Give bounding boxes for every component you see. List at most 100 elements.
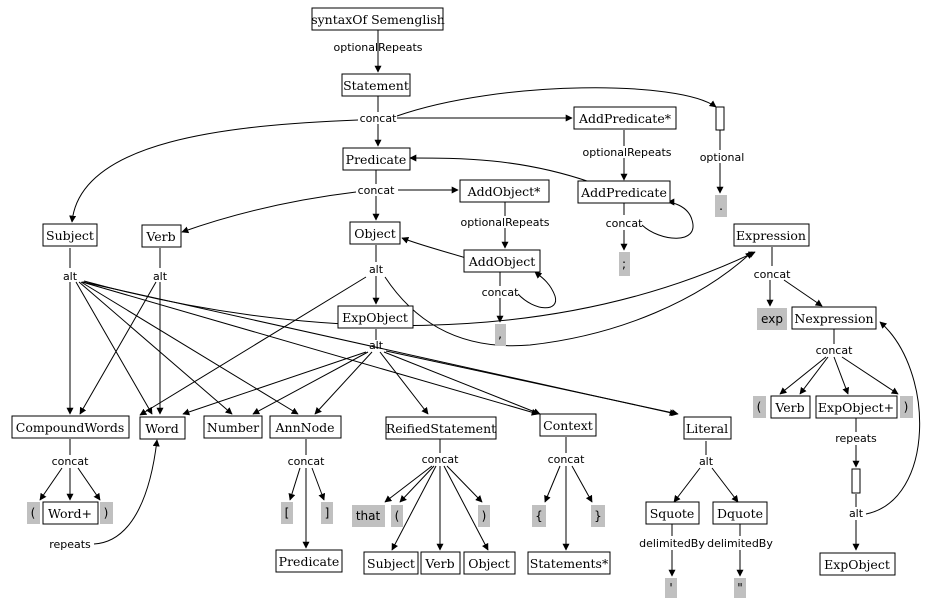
node-subject-reified-label: Subject [367,556,415,571]
terminal-cw-rparen-text: ) [104,506,109,520]
terminal-rs-rparen[interactable]: ) [478,505,490,527]
node-literal[interactable]: Literal [683,416,732,440]
terminal-nx-rparen[interactable]: ) [900,396,913,418]
node-squote[interactable]: Squote [645,501,700,525]
edges [39,30,921,577]
node-syntax-label: syntaxOf Semenglish [311,12,445,27]
node-predicate-label: Predicate [346,152,407,167]
edge-label: alt [63,270,78,283]
node-addpredicate[interactable]: AddPredicate [577,180,671,204]
node-literal-label: Literal [686,421,728,436]
node-addobject-label: AddObject [468,254,536,269]
node-context[interactable]: Context [539,413,597,437]
terminal-cw-lparen[interactable]: ( [27,502,40,524]
terminal-cw-rparen[interactable]: ) [100,502,113,524]
node-expression-label: Expression [736,228,806,243]
terminal-ctx-lbrace-text: { [535,509,543,523]
node-statements-star[interactable]: Statements* [527,551,611,575]
terminal-ctx-lbrace[interactable]: { [532,505,546,527]
node-expobjectplus[interactable]: ExpObject+ [815,395,898,419]
node-addpredicate-label: AddPredicate [580,185,667,200]
terminal-semicolon[interactable]: ; [619,252,630,276]
edge-labels: optionalRepeats concat optionalRepeats o… [49,41,877,551]
edge-label: optional [700,151,745,164]
node-verb[interactable]: Verb [141,224,182,248]
node-addpredicate-star[interactable]: AddPredicate* [573,106,677,130]
edge-label: concat [360,112,398,125]
terminal-rs-rparen-text: ) [482,509,487,523]
edge-label: optionalRepeats [460,216,549,229]
node-addobject-star[interactable]: AddObject* [459,179,550,203]
edge-label: concat [288,455,326,468]
node-expobject-bottom[interactable]: ExpObject [819,552,896,576]
node-compoundwords[interactable]: CompoundWords [11,415,130,439]
node-syntax[interactable]: syntaxOf Semenglish [311,7,445,31]
node-nexpression-label: Nexpression [794,311,873,326]
node-expobject-bottom-label: ExpObject [824,557,890,572]
terminal-rs-lparen-text: ( [395,509,400,523]
node-addpredicate-star-label: AddPredicate* [578,111,672,126]
node-annnode[interactable]: AnnNode [269,415,342,439]
terminal-period-text: . [719,199,723,213]
node-addobject[interactable]: AddObject [463,249,541,273]
nodes: syntaxOf Semenglish Statement AddPredica… [11,7,898,576]
edge-label: concat [548,453,586,466]
node-statement-label: Statement [343,78,409,93]
terminal-rs-lparen[interactable]: ( [391,505,403,527]
terminal-dquote[interactable]: " [734,578,746,598]
repeats-marker-box [851,468,861,494]
node-word[interactable]: Word [139,416,186,440]
terminal-ctx-rbrace[interactable]: } [591,505,605,527]
node-wordplus[interactable]: Word+ [42,501,99,525]
terminal-that[interactable]: that [352,505,385,527]
node-predicate[interactable]: Predicate [342,147,411,171]
terminals: . ; , exp ( ) [ ] that ( ) { } ' " ( ) [27,195,913,598]
node-dquote[interactable]: Dquote [712,501,768,525]
terminal-comma-text: , [498,327,502,341]
edge-label: concat [482,286,520,299]
node-word-label: Word [145,421,179,436]
node-predicate-annnode[interactable]: Predicate [275,549,343,573]
node-object-reified[interactable]: Object [463,551,516,575]
edge-label: concat [606,217,644,230]
node-squote-label: Squote [650,506,695,521]
terminal-ann-rbracket-text: ] [325,506,330,520]
node-reifiedstatement-label: ReifiedStatement [386,421,496,436]
terminal-squote[interactable]: ' [665,578,677,598]
edge-label: optionalRepeats [582,146,671,159]
node-subject-reified[interactable]: Subject [363,551,419,575]
node-number[interactable]: Number [203,415,263,439]
node-expobject[interactable]: ExpObject [337,305,414,329]
terminal-exp[interactable]: exp [757,308,787,330]
node-context-label: Context [543,418,593,433]
node-object[interactable]: Object [349,221,401,245]
edge-label: repeats [49,538,91,551]
node-reifiedstatement[interactable]: ReifiedStatement [385,416,497,440]
terminal-period[interactable]: . [715,195,727,217]
node-statement[interactable]: Statement [341,73,411,97]
edge-label: concat [358,184,396,197]
node-nexpression[interactable]: Nexpression [791,306,877,330]
terminal-ann-lbracket-text: [ [285,506,290,520]
edge-label: concat [52,455,90,468]
terminal-exp-text: exp [761,312,783,326]
node-expression[interactable]: Expression [733,223,810,247]
edge-label: repeats [835,432,877,445]
node-verb-nexpression[interactable]: Verb [770,395,811,419]
terminal-comma[interactable]: , [495,324,506,346]
optional-marker-box [715,106,725,131]
node-addobject-star-label: AddObject* [467,184,542,199]
edge-label: alt [699,455,714,468]
node-verb-reified[interactable]: Verb [420,551,461,575]
terminal-ann-rbracket[interactable]: ] [321,502,333,524]
terminal-dquote-text: " [737,581,743,595]
terminal-nx-lparen[interactable]: ( [753,396,766,418]
node-verb-nexpression-label: Verb [774,400,804,415]
terminal-ann-lbracket[interactable]: [ [281,502,293,524]
node-subject[interactable]: Subject [42,223,98,247]
terminal-ctx-rbrace-text: } [594,509,602,523]
node-compoundwords-label: CompoundWords [16,420,125,435]
node-expobject-label: ExpObject [342,310,408,325]
node-predicate-annnode-label: Predicate [279,554,340,569]
